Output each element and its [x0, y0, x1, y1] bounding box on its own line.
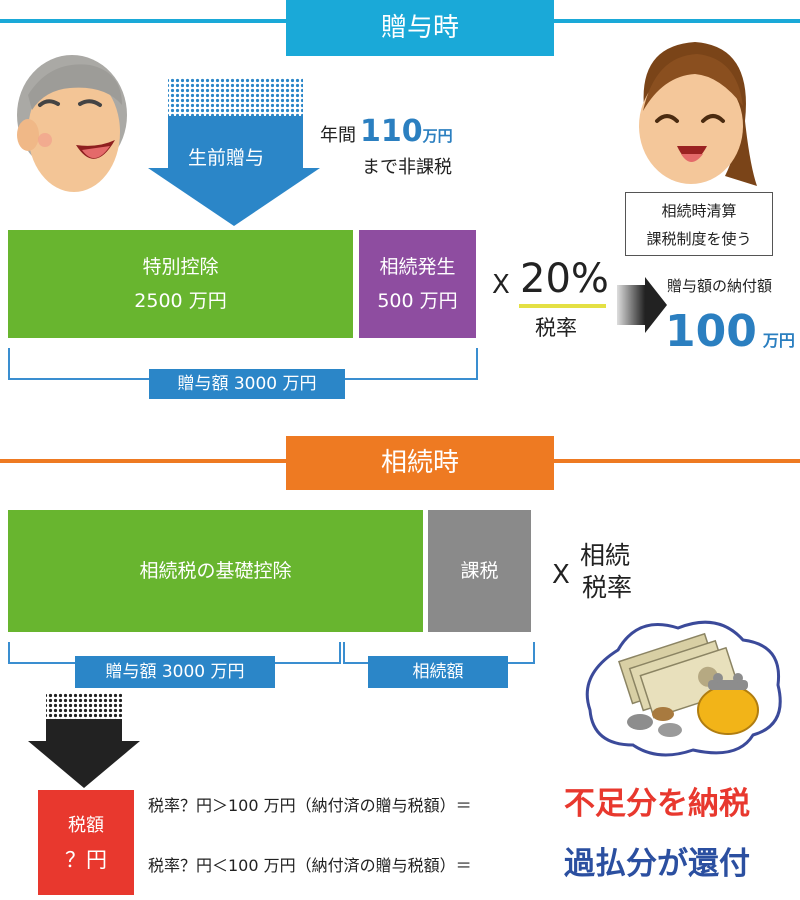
- paid-amount-group: 100 万円: [665, 306, 795, 357]
- inheritance-occurs-label: 相続発生: [379, 256, 456, 278]
- inherit-rate-line1: 相続: [580, 541, 631, 570]
- annual-amount: 110: [360, 114, 423, 149]
- rate-underline: [519, 304, 606, 308]
- tax-result-arrow: [28, 693, 140, 788]
- gift-section-title: 贈与時: [286, 0, 554, 56]
- paid-label: 贈与額の納付額: [667, 277, 773, 295]
- taxable-label: 課税: [460, 560, 499, 582]
- tax-amount-box: 税額 ？円: [38, 790, 134, 895]
- inherit-section-title: 相続時: [286, 436, 554, 490]
- basic-deduction-block: 相続税の基礎控除: [8, 510, 423, 632]
- lifetime-gift-arrow: [148, 78, 320, 226]
- annual-prefix: 年間: [320, 125, 356, 146]
- inherit-gift-label: 贈与額 3000 万円: [75, 656, 275, 688]
- outcome-shortfall: 不足分を納税: [564, 786, 750, 822]
- outcome-refund: 過払分が還付: [564, 846, 750, 882]
- inherit-multiply-sign: X: [552, 560, 570, 590]
- settlement-note-line1: 相続時清算: [661, 202, 737, 220]
- inherit-rate-line2: 税率: [582, 573, 633, 602]
- condition-refund: 税率？円＜100 万円（納付済の贈与税額）＝: [148, 856, 472, 875]
- lifetime-gift-label: 生前贈与: [188, 147, 265, 169]
- annual-unit: 万円: [422, 127, 453, 145]
- taxable-block: 課税: [428, 510, 531, 632]
- condition-shortfall: 税率？円＞100 万円（納付済の贈与税額）＝: [148, 796, 472, 815]
- multiply-sign: X: [492, 270, 510, 300]
- money-purse-illustration: [585, 620, 782, 757]
- gift-rate-label: 税率: [535, 316, 577, 340]
- paid-unit: 万円: [762, 331, 795, 350]
- tax-label: 税額: [68, 814, 104, 836]
- gift-rate-value: 20%: [520, 256, 609, 302]
- annual-exemption-note: まで非課税: [362, 157, 452, 178]
- inherit-amount-label: 相続額: [368, 656, 508, 688]
- special-deduction-label: 特別控除: [142, 256, 219, 278]
- tax-value: ？円: [65, 847, 107, 872]
- special-deduction-amount: 2500 万円: [134, 290, 227, 312]
- woman-illustration: [639, 42, 757, 186]
- grandfather-illustration: [17, 55, 127, 192]
- basic-deduction-label: 相続税の基礎控除: [139, 560, 292, 582]
- gift-total-label: 贈与額 3000 万円: [149, 369, 345, 399]
- special-deduction-block: 特別控除 2500 万円: [8, 230, 353, 338]
- result-arrow: [617, 277, 667, 333]
- settlement-note-line2: 課税制度を使う: [646, 230, 752, 248]
- inheritance-occurs-amount: 500 万円: [377, 290, 458, 312]
- inheritance-occurs-block: 相続発生 500 万円: [359, 230, 476, 338]
- paid-amount: 100: [665, 306, 757, 357]
- settlement-system-note: 相続時清算 課税制度を使う: [625, 192, 773, 256]
